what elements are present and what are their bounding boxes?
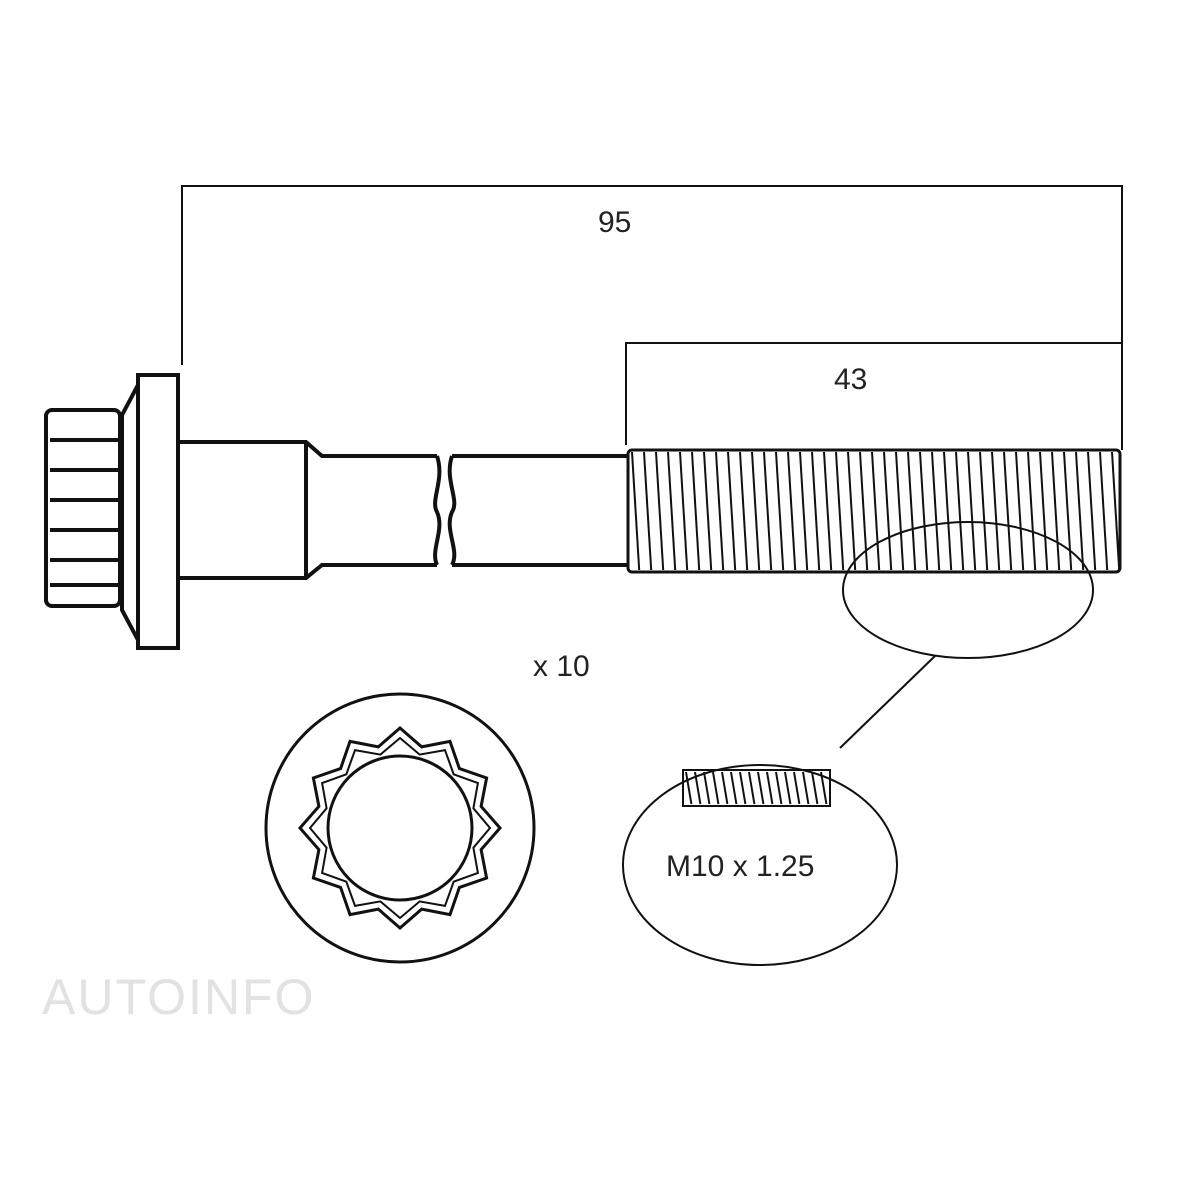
thread-line <box>727 451 737 571</box>
thread-line <box>763 451 773 571</box>
thread-line <box>1087 451 1097 571</box>
thread-line <box>703 771 711 805</box>
thread-line <box>679 451 689 571</box>
thread-line <box>667 451 677 571</box>
thread-line <box>775 771 783 805</box>
thread-line <box>694 771 702 805</box>
thread-line <box>919 451 929 571</box>
thread-line <box>1111 451 1121 571</box>
autoinfo-watermark: AUTOINFO <box>42 969 316 1025</box>
thread-line <box>748 771 756 805</box>
thread-line <box>1051 451 1061 571</box>
thread-line <box>1075 451 1085 571</box>
thread-line <box>739 451 749 571</box>
thread-line <box>793 771 801 805</box>
thread-line <box>802 771 810 805</box>
thread-line <box>739 771 747 805</box>
quantity-label: x 10 <box>533 650 590 683</box>
thread-line <box>967 451 977 571</box>
thread-line <box>655 451 665 571</box>
thread-line <box>955 451 965 571</box>
thread-line <box>784 771 792 805</box>
thread-line <box>703 451 713 571</box>
thread-line <box>1003 451 1013 571</box>
bolt-end-view <box>264 692 536 964</box>
thread-line <box>730 771 738 805</box>
thread-line <box>820 771 828 805</box>
thread-line <box>907 451 917 571</box>
thread-line <box>721 771 729 805</box>
thread-line <box>787 451 797 571</box>
thread-line <box>715 451 725 571</box>
thread-line <box>847 451 857 571</box>
thread-line <box>775 451 785 571</box>
thread-line <box>883 451 893 571</box>
thread-line <box>979 451 989 571</box>
thread-line <box>991 451 1001 571</box>
thread-line <box>1039 451 1049 571</box>
thread-line <box>811 771 819 805</box>
thread-line <box>799 451 809 571</box>
thread-line <box>1063 451 1073 571</box>
thread-line <box>871 451 881 571</box>
thread-line <box>943 451 953 571</box>
bolt-head <box>44 373 180 650</box>
thread-line <box>643 451 653 571</box>
thread-line <box>757 771 765 805</box>
thread-line <box>751 451 761 571</box>
dimension-lines <box>181 185 1123 450</box>
thread-line <box>931 451 941 571</box>
thread-line <box>1015 451 1025 571</box>
thread-line <box>895 451 905 571</box>
thread-line <box>1099 451 1109 571</box>
bolt-thread <box>626 448 1122 574</box>
thread-line <box>691 451 701 571</box>
overall-length-label: 95 <box>598 206 632 239</box>
thread-line <box>1027 451 1037 571</box>
thread-line <box>835 451 845 571</box>
thread-line <box>712 771 720 805</box>
thread-line <box>823 451 833 571</box>
thread-line <box>766 771 774 805</box>
thread-line <box>685 771 693 805</box>
thread-line <box>811 451 821 571</box>
thread-spec-label: M10 x 1.25 <box>666 850 815 883</box>
thread-length-label: 43 <box>834 363 868 396</box>
thread-line <box>631 451 641 571</box>
bolt-shank <box>180 440 628 580</box>
thread-callout <box>622 521 1094 966</box>
